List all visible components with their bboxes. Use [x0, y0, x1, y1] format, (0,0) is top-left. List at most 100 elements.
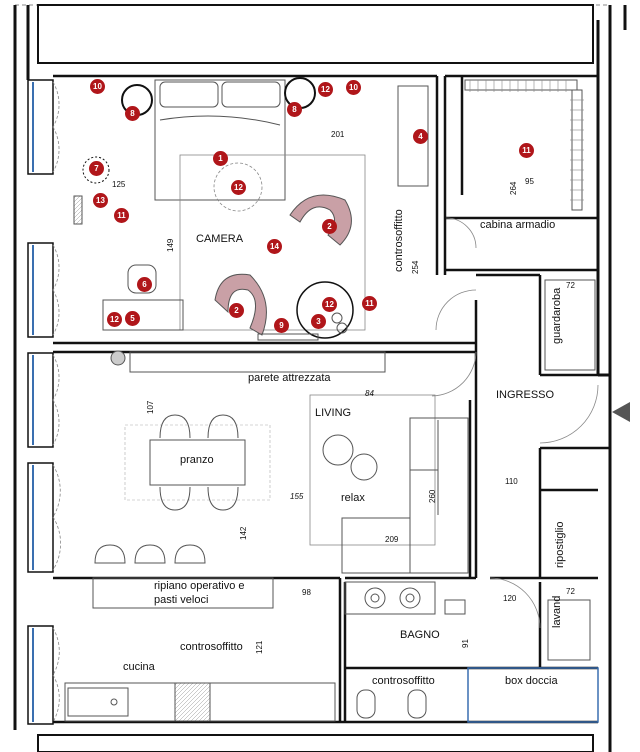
room-label-ripostiglio: ripostiglio [554, 521, 566, 568]
marker-10: 10 [346, 80, 361, 95]
dimension-121: 121 [255, 640, 264, 654]
dimension-264: 264 [509, 181, 518, 195]
desk-chair [127, 264, 157, 294]
exterior-walls [13, 5, 627, 752]
window-frames [27, 79, 54, 725]
cooktop [174, 682, 211, 722]
side-table-item [331, 312, 343, 324]
dimension-149: 149 [166, 238, 175, 252]
armchair-lower [214, 273, 267, 336]
room-label-living: LIVING [315, 407, 352, 419]
radiator [73, 195, 83, 225]
bedroom-light-12 [213, 162, 263, 212]
coffee-table-2 [350, 453, 378, 481]
wardrobe-bedroom [397, 85, 429, 187]
shower-box [467, 667, 599, 723]
marker-4: 4 [413, 129, 428, 144]
dimension-72-guardaroba: 72 [566, 281, 575, 290]
dimension-260: 260 [428, 489, 437, 503]
room-label-controsoffitto-camera: controsoffitto [393, 209, 405, 272]
kitchen-sink [67, 687, 129, 717]
tv-wall-unit [129, 351, 386, 373]
bench [257, 333, 319, 341]
marker-2: 2 [322, 219, 337, 234]
bathroom-fixtures [344, 581, 591, 719]
marker-10: 10 [90, 79, 105, 94]
bedroom-rug [179, 154, 366, 331]
plant [110, 350, 126, 366]
marker-11: 11 [114, 208, 129, 223]
entrance-door [431, 217, 599, 629]
interior-walls [53, 74, 610, 724]
room-label-bagno: BAGNO [400, 629, 440, 641]
room-label-guardaroba: guardaroba [551, 287, 563, 344]
marker-1: 1 [213, 151, 228, 166]
room-label-box-doccia: box doccia [505, 675, 558, 687]
dimension-254: 254 [411, 260, 420, 274]
marker-8: 8 [287, 102, 302, 117]
room-label-pranzo: pranzo [180, 454, 214, 466]
dimension-110: 110 [505, 477, 518, 486]
coffee-table-1 [322, 434, 354, 466]
marker-5: 5 [125, 311, 140, 326]
dimension-125: 125 [112, 180, 126, 189]
room-label-cabina-armadio: cabina armadio [480, 219, 556, 231]
window-swings [52, 81, 61, 723]
room-label-controsoffitto-bagno: controsoffitto [372, 675, 435, 687]
marker-8: 8 [125, 106, 140, 121]
marker-12: 12 [107, 312, 122, 327]
dimension-155: 155 [290, 492, 304, 501]
room-label-camera: CAMERA [196, 233, 244, 245]
room-label-lavand: lavand [551, 595, 563, 628]
hangers [469, 80, 584, 201]
bedroom-light-7 [82, 156, 110, 184]
dining-zone [124, 424, 271, 501]
room-label-ripiano-1: ripiano operativo e [154, 580, 245, 592]
room-label-ripiano-2: pasti veloci [154, 594, 209, 606]
marker-6: 6 [137, 277, 152, 292]
bed [154, 79, 286, 201]
dimension-91: 91 [461, 639, 470, 648]
side-table [296, 281, 354, 339]
kitchen-island [92, 577, 274, 609]
dimension-95: 95 [525, 177, 534, 186]
dimension-107: 107 [146, 400, 155, 414]
walk-in-wardrobe-rail [464, 79, 578, 91]
sofa [341, 417, 469, 574]
marker-9: 9 [274, 318, 289, 333]
guardaroba-unit [544, 279, 596, 371]
room-label-controsoffitto-cucina: controsoffitto [180, 641, 243, 653]
upper-corridor [37, 4, 594, 64]
dining-chairs [159, 414, 239, 511]
marker-2: 2 [229, 303, 244, 318]
lower-corridor [37, 734, 594, 752]
dimension-84: 84 [365, 389, 374, 398]
dimension-209: 209 [385, 535, 399, 544]
lounge-chairs [94, 544, 206, 564]
side-table-item [336, 322, 348, 334]
marker-12: 12 [318, 82, 333, 97]
room-label-ingresso: INGRESSO [496, 389, 555, 401]
dining-table [149, 439, 246, 486]
room-label-parete-attrezzata: parete attrezzata [248, 372, 331, 384]
armchair-upper [289, 194, 352, 246]
marker-11: 11 [519, 143, 534, 158]
marker-3: 3 [311, 314, 326, 329]
dimension-98: 98 [302, 588, 311, 597]
room-label-relax: relax [341, 492, 365, 504]
entrance-arrow-icon [612, 402, 630, 422]
marker-7: 7 [89, 161, 104, 176]
desk [102, 299, 184, 331]
room-label-cucina: cucina [123, 661, 155, 673]
sink-drain [110, 698, 118, 706]
dimension-120: 120 [503, 594, 517, 603]
dimension-72-lavand: 72 [566, 587, 575, 596]
dimension-142: 142 [239, 526, 248, 540]
marker-12: 12 [322, 297, 337, 312]
marker-13: 13 [93, 193, 108, 208]
dimension-201: 201 [331, 130, 345, 139]
marker-11: 11 [362, 296, 377, 311]
marker-12: 12 [231, 180, 246, 195]
marker-14: 14 [267, 239, 282, 254]
